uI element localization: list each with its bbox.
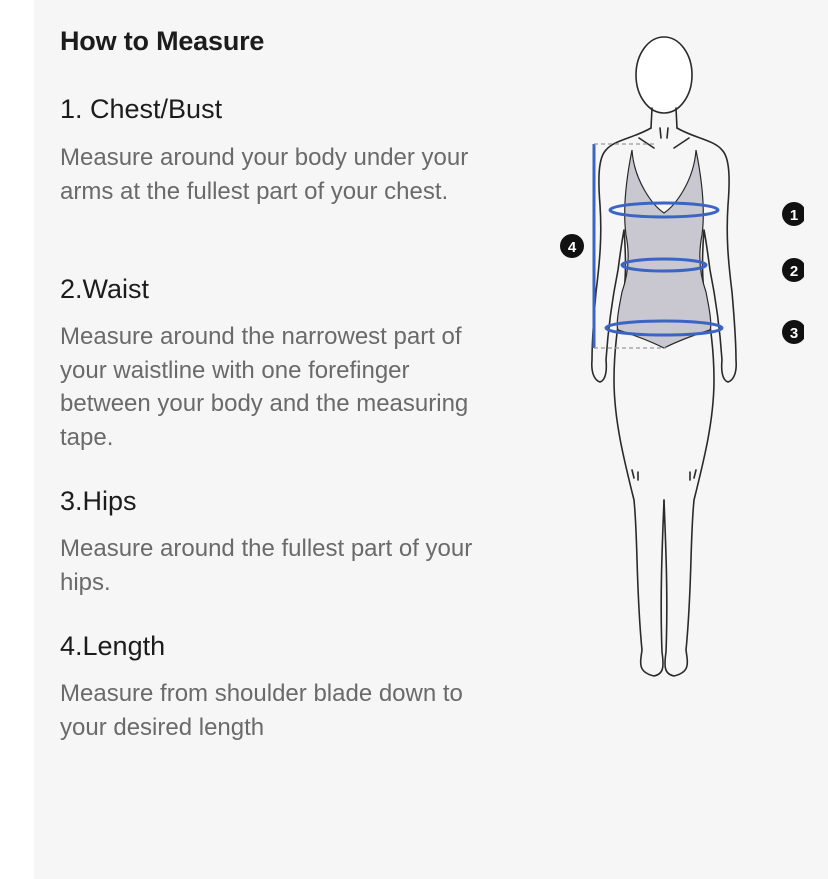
waist-description: Measure around the narrowest part of you…	[60, 323, 469, 451]
chest-measure-line	[608, 201, 720, 219]
waist-measure-line	[620, 257, 708, 273]
svg-text:1: 1	[790, 207, 798, 224]
chest-description: Measure around your body under your arms…	[60, 144, 469, 205]
body-figure-svg: 1 2 3 4	[560, 36, 804, 677]
swimsuit-shape	[616, 149, 712, 349]
length-guides	[594, 143, 666, 349]
waist-heading: 2.Waist	[60, 274, 150, 304]
body-outline	[591, 36, 737, 677]
length-description: Measure from shoulder blade down to your…	[60, 680, 463, 741]
size-guide: How to Measure 1. Chest/Bust Measure aro…	[34, 0, 828, 879]
marker-2: 2	[782, 258, 804, 282]
body-figure-diagram: 1 2 3 4	[514, 30, 804, 690]
hips-measure-line	[604, 319, 724, 337]
svg-text:2: 2	[790, 263, 798, 280]
chest-heading: 1. Chest/Bust	[60, 94, 223, 124]
measurement-lines	[592, 144, 724, 348]
length-heading: 4.Length	[60, 631, 166, 661]
marker-3: 3	[782, 320, 804, 344]
marker-4: 4	[560, 234, 584, 258]
hips-heading: 3.Hips	[60, 486, 137, 516]
page-title: How to Measure	[60, 26, 265, 56]
svg-text:4: 4	[568, 239, 577, 256]
hips-description: Measure around the fullest part of your …	[60, 535, 473, 596]
marker-1: 1	[782, 202, 804, 226]
svg-text:3: 3	[790, 325, 798, 342]
